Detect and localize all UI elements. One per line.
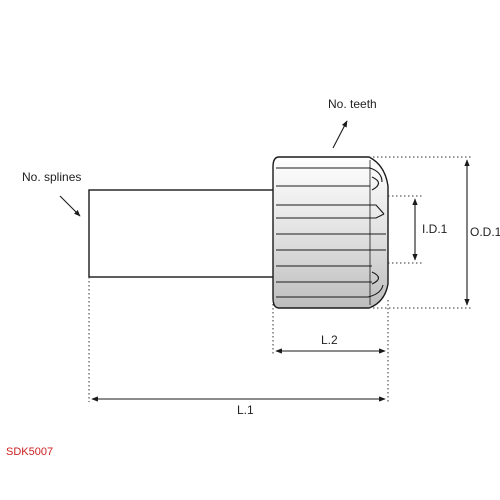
splines-label: No. splines: [22, 170, 81, 184]
shaft: [88, 189, 276, 278]
teeth-leader-arrow: [332, 120, 348, 149]
splines-leader-arrow: [59, 195, 81, 217]
teeth-label: No. teeth: [328, 97, 377, 111]
gear-teeth-lines: [276, 160, 386, 305]
gear-head: [272, 156, 389, 309]
extension-lines: [88, 156, 472, 402]
od1-label: O.D.1: [470, 225, 500, 239]
l1-label: L.1: [237, 403, 254, 417]
dimension-lines: [91, 159, 470, 402]
leader-arrows: [59, 120, 348, 217]
id1-label: I.D.1: [422, 222, 448, 236]
part-code: SDK5007: [6, 446, 53, 458]
l2-label: L.2: [321, 333, 338, 347]
